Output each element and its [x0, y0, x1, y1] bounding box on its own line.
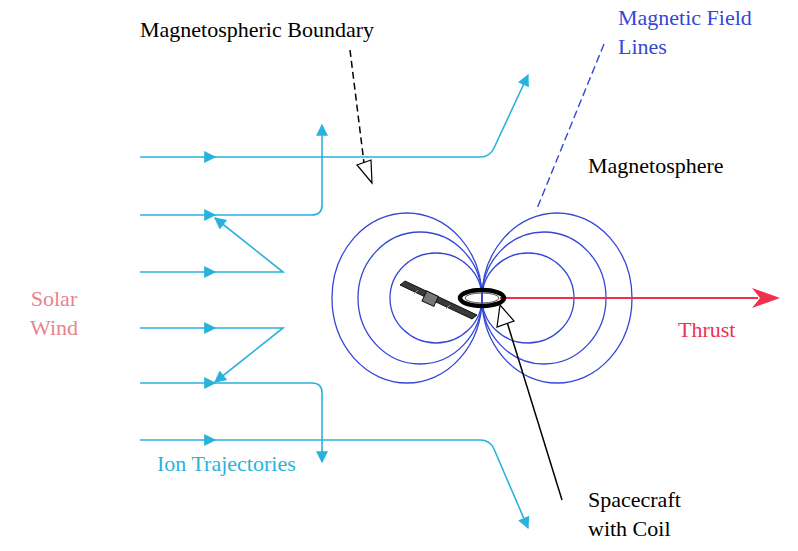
boundary-pointer: [350, 50, 372, 183]
thrust-arrow: [500, 288, 780, 308]
outline-fill: [1, 176, 128, 452]
node-text: Magnetosphere: [588, 152, 798, 181]
thrust-label: Thrust: [678, 316, 735, 345]
boundary-label: Magnetospheric Boundary: [140, 16, 374, 45]
node-text: Solar Wind: [12, 285, 96, 342]
spacecraft-pointer: [497, 305, 562, 500]
ion-trajectories-label: Ion Trajectories: [157, 450, 297, 479]
spacecraft: [400, 281, 504, 319]
node-outline: [0, 175, 130, 453]
solar-wind-arrow: Solar Wind: [0, 175, 130, 453]
magnetosphere-region: Magnetosphere: [262, 148, 798, 471]
outline-stroke: [1, 176, 128, 452]
node-outline: [262, 148, 798, 471]
ion-trajectories: [140, 75, 528, 528]
field-lines-pointer: [536, 44, 604, 211]
outline-stroke: [263, 149, 798, 470]
outline-fill: [263, 149, 798, 470]
field-lines-label: Magnetic Field Lines: [618, 4, 768, 61]
spacecraft-label: Spacecraft with Coil: [588, 486, 710, 543]
